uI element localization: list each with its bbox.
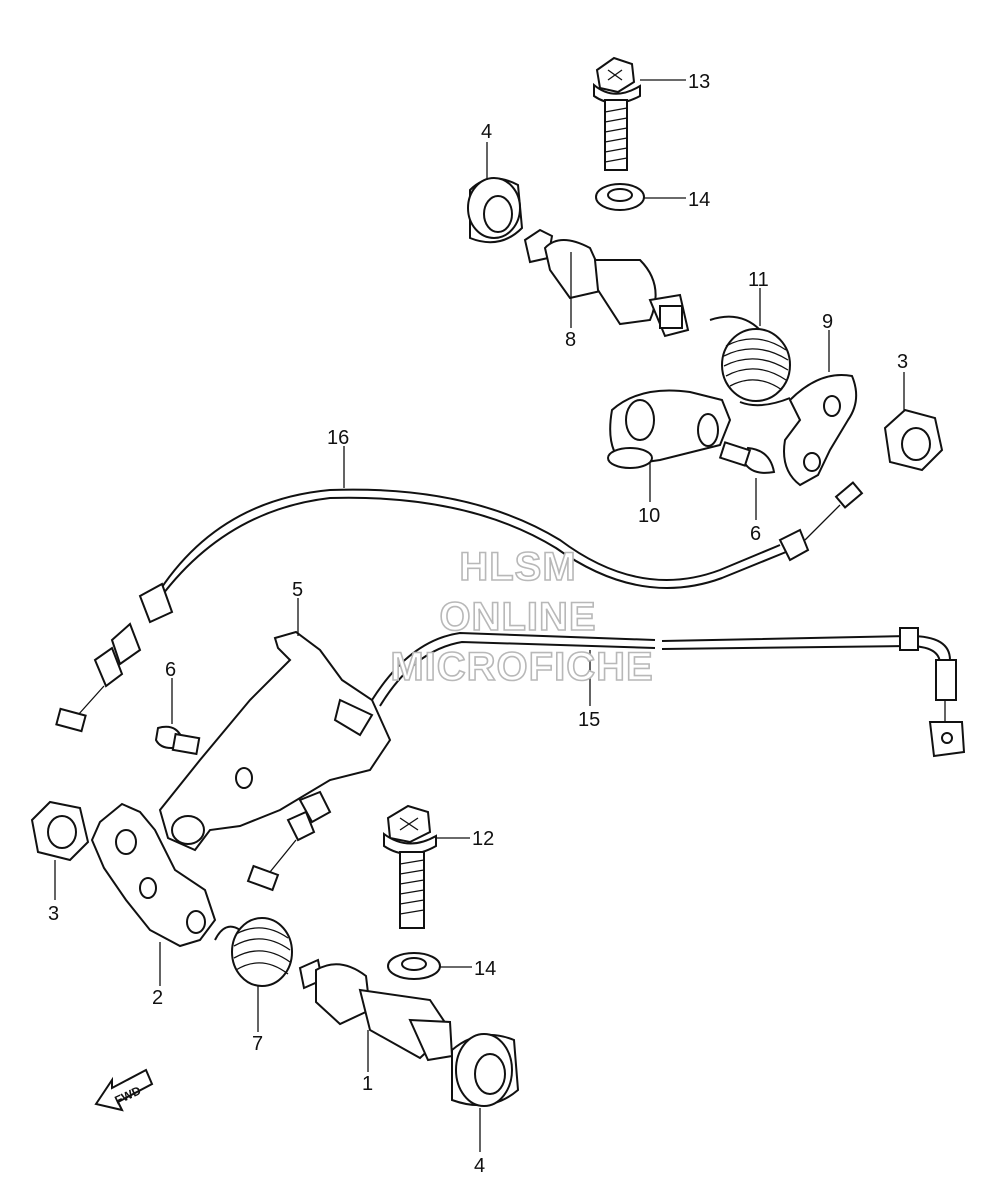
callout-6-left: 6 [165, 659, 176, 681]
screw-6-left [154, 725, 201, 756]
watermark-line-1: HLSM [459, 545, 576, 589]
callout-5: 5 [292, 579, 303, 601]
nut-3-left [30, 800, 90, 862]
lever-10 [607, 389, 732, 469]
shaft-1 [298, 958, 454, 1062]
washer-14-top [595, 183, 645, 211]
shaft-8 [523, 228, 690, 338]
callout-14-top: 14 [688, 189, 710, 211]
callout-3-top: 3 [897, 351, 908, 373]
callout-10: 10 [638, 505, 660, 527]
callout-15: 15 [578, 709, 600, 731]
link-9 [783, 374, 858, 487]
callout-3-left: 3 [48, 903, 59, 925]
nut-3-top [883, 408, 944, 472]
callout-14-bottom: 14 [474, 958, 496, 980]
callout-9: 9 [822, 311, 833, 333]
bolt-12 [383, 804, 437, 929]
cable-end-center [246, 790, 332, 892]
callout-6-top: 6 [750, 523, 761, 545]
bolt-13 [593, 56, 641, 171]
bearing-4-bottom [451, 1033, 520, 1107]
spring-7 [214, 917, 293, 987]
fwd-arrow-icon: FWD [94, 1068, 154, 1112]
callout-11: 11 [748, 269, 769, 291]
callout-7: 7 [252, 1033, 263, 1055]
callout-13: 13 [688, 71, 710, 93]
bracket-5 [158, 630, 392, 852]
callout-12: 12 [472, 828, 494, 850]
callout-labels: 13 14 4 8 11 9 3 16 10 6 5 6 15 12 14 3 … [48, 71, 908, 1177]
callout-4-top: 4 [481, 121, 492, 143]
lever-2 [90, 802, 217, 948]
callout-4-bottom: 4 [474, 1155, 485, 1177]
washer-14-bottom [387, 952, 441, 980]
spring-11 [709, 315, 791, 407]
watermark: HLSM ONLINE MICROFICHE [390, 544, 654, 690]
callout-2: 2 [152, 987, 163, 1009]
callout-1: 1 [362, 1073, 373, 1095]
callout-8: 8 [565, 329, 576, 351]
screw-6-top [718, 441, 776, 474]
leader-lines [54, 79, 905, 1152]
cable-15 [371, 627, 966, 758]
watermark-line-2: ONLINE [439, 595, 596, 639]
bearing-4-top [467, 177, 524, 244]
watermark-line-3: MICROFICHE [390, 645, 653, 689]
cable-16 [55, 481, 864, 733]
callout-16: 16 [327, 427, 349, 449]
